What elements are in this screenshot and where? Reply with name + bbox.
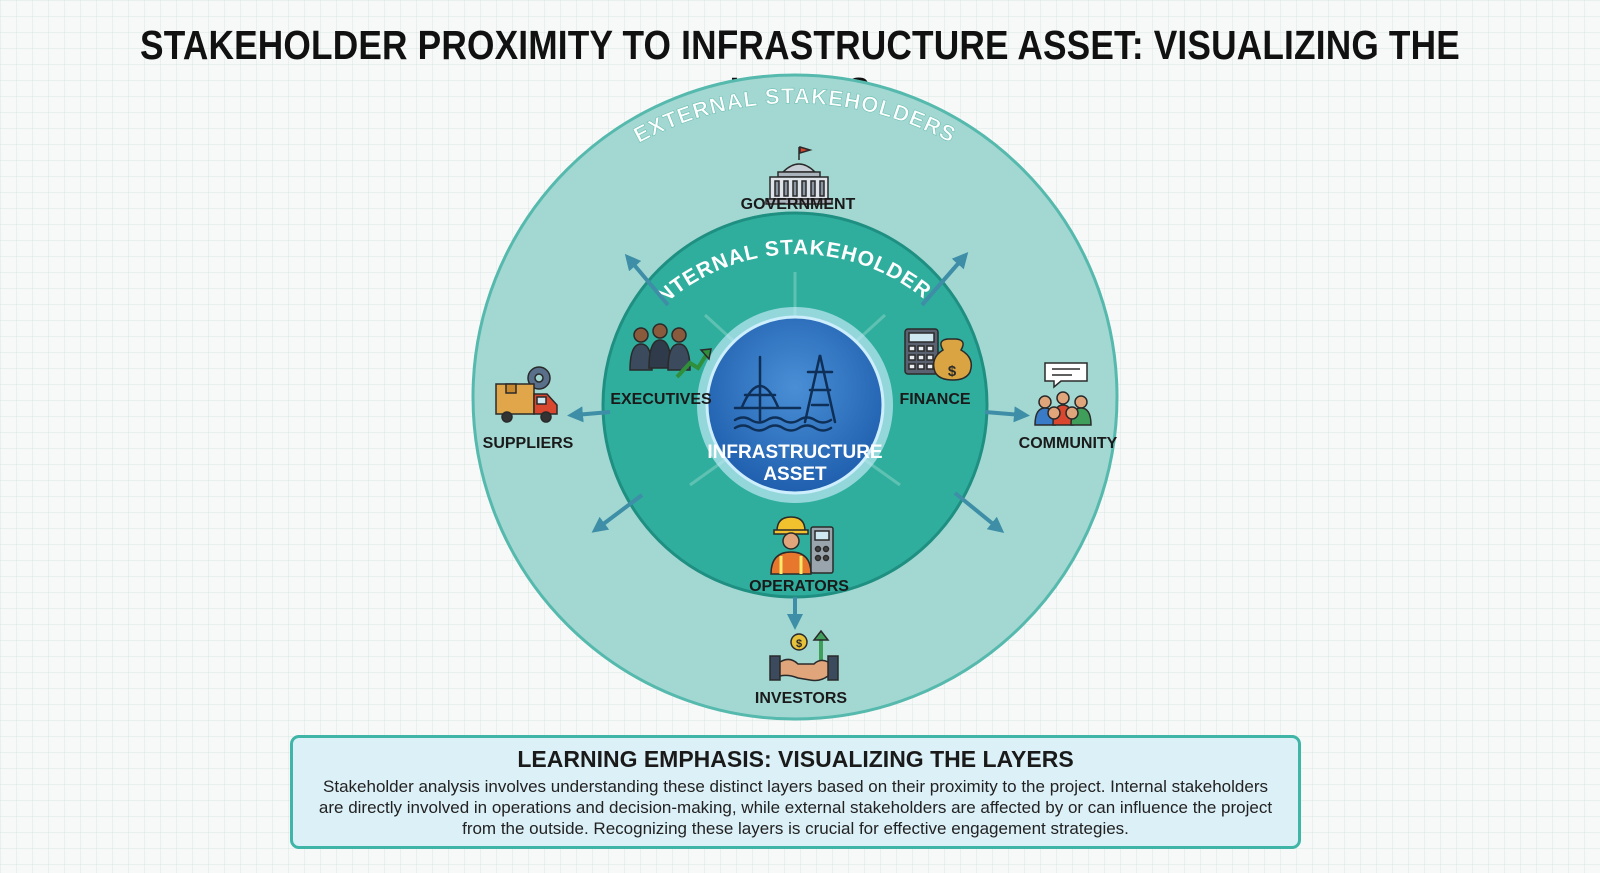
outward-arrows (567, 251, 1030, 630)
learning-emphasis-box: LEARNING EMPHASIS: VISUALIZING THE LAYER… (290, 735, 1301, 849)
finance-label: FINANCE (899, 391, 970, 408)
handshake-dollar-icon: $ (769, 629, 839, 682)
learning-emphasis-body: Stakeholder analysis involves understand… (318, 777, 1273, 838)
executives-label: EXECUTIVES (610, 391, 712, 408)
center-label-line1: INFRASTRUCTURE (707, 442, 882, 463)
infrastructure-asset-core (705, 315, 885, 495)
bridge-power-tower-icon (733, 354, 837, 432)
capitol-building-icon (765, 145, 833, 205)
suppliers-label: SUPPLIERS (483, 435, 574, 452)
center-label-line2: ASSET (763, 464, 827, 485)
learning-emphasis-title: LEARNING EMPHASIS: VISUALIZING THE LAYER… (517, 746, 1074, 772)
investors-label: INVESTORS (755, 690, 848, 707)
delivery-truck-gear-icon (495, 366, 558, 423)
executives-growth-icon (629, 323, 712, 379)
calculator-money-bag-icon: $ (904, 328, 973, 381)
community-label: COMMUNITY (1019, 435, 1118, 452)
people-speech-bubble-icon (1034, 362, 1092, 426)
svg-text:$: $ (948, 363, 957, 380)
government-label: GOVERNMENT (741, 196, 856, 213)
operators-label: OPERATORS (749, 578, 849, 595)
worker-control-panel-icon (770, 516, 834, 575)
svg-text:$: $ (796, 638, 802, 650)
